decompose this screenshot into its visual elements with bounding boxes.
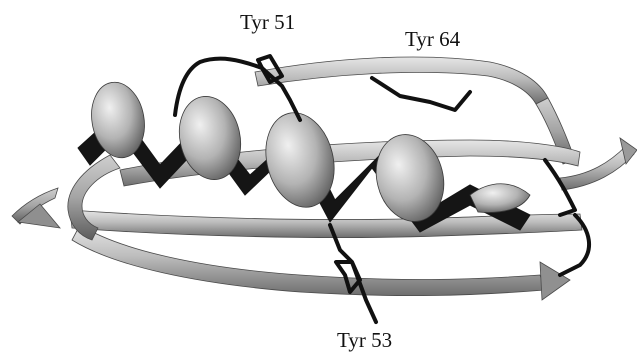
tyr53-side-chain bbox=[330, 225, 376, 322]
label-tyr-53: Tyr 53 bbox=[337, 330, 392, 351]
label-tyr-64: Tyr 64 bbox=[405, 29, 460, 50]
label-tyr-51: Tyr 51 bbox=[240, 12, 295, 33]
tyr64-side-chain bbox=[372, 78, 470, 110]
